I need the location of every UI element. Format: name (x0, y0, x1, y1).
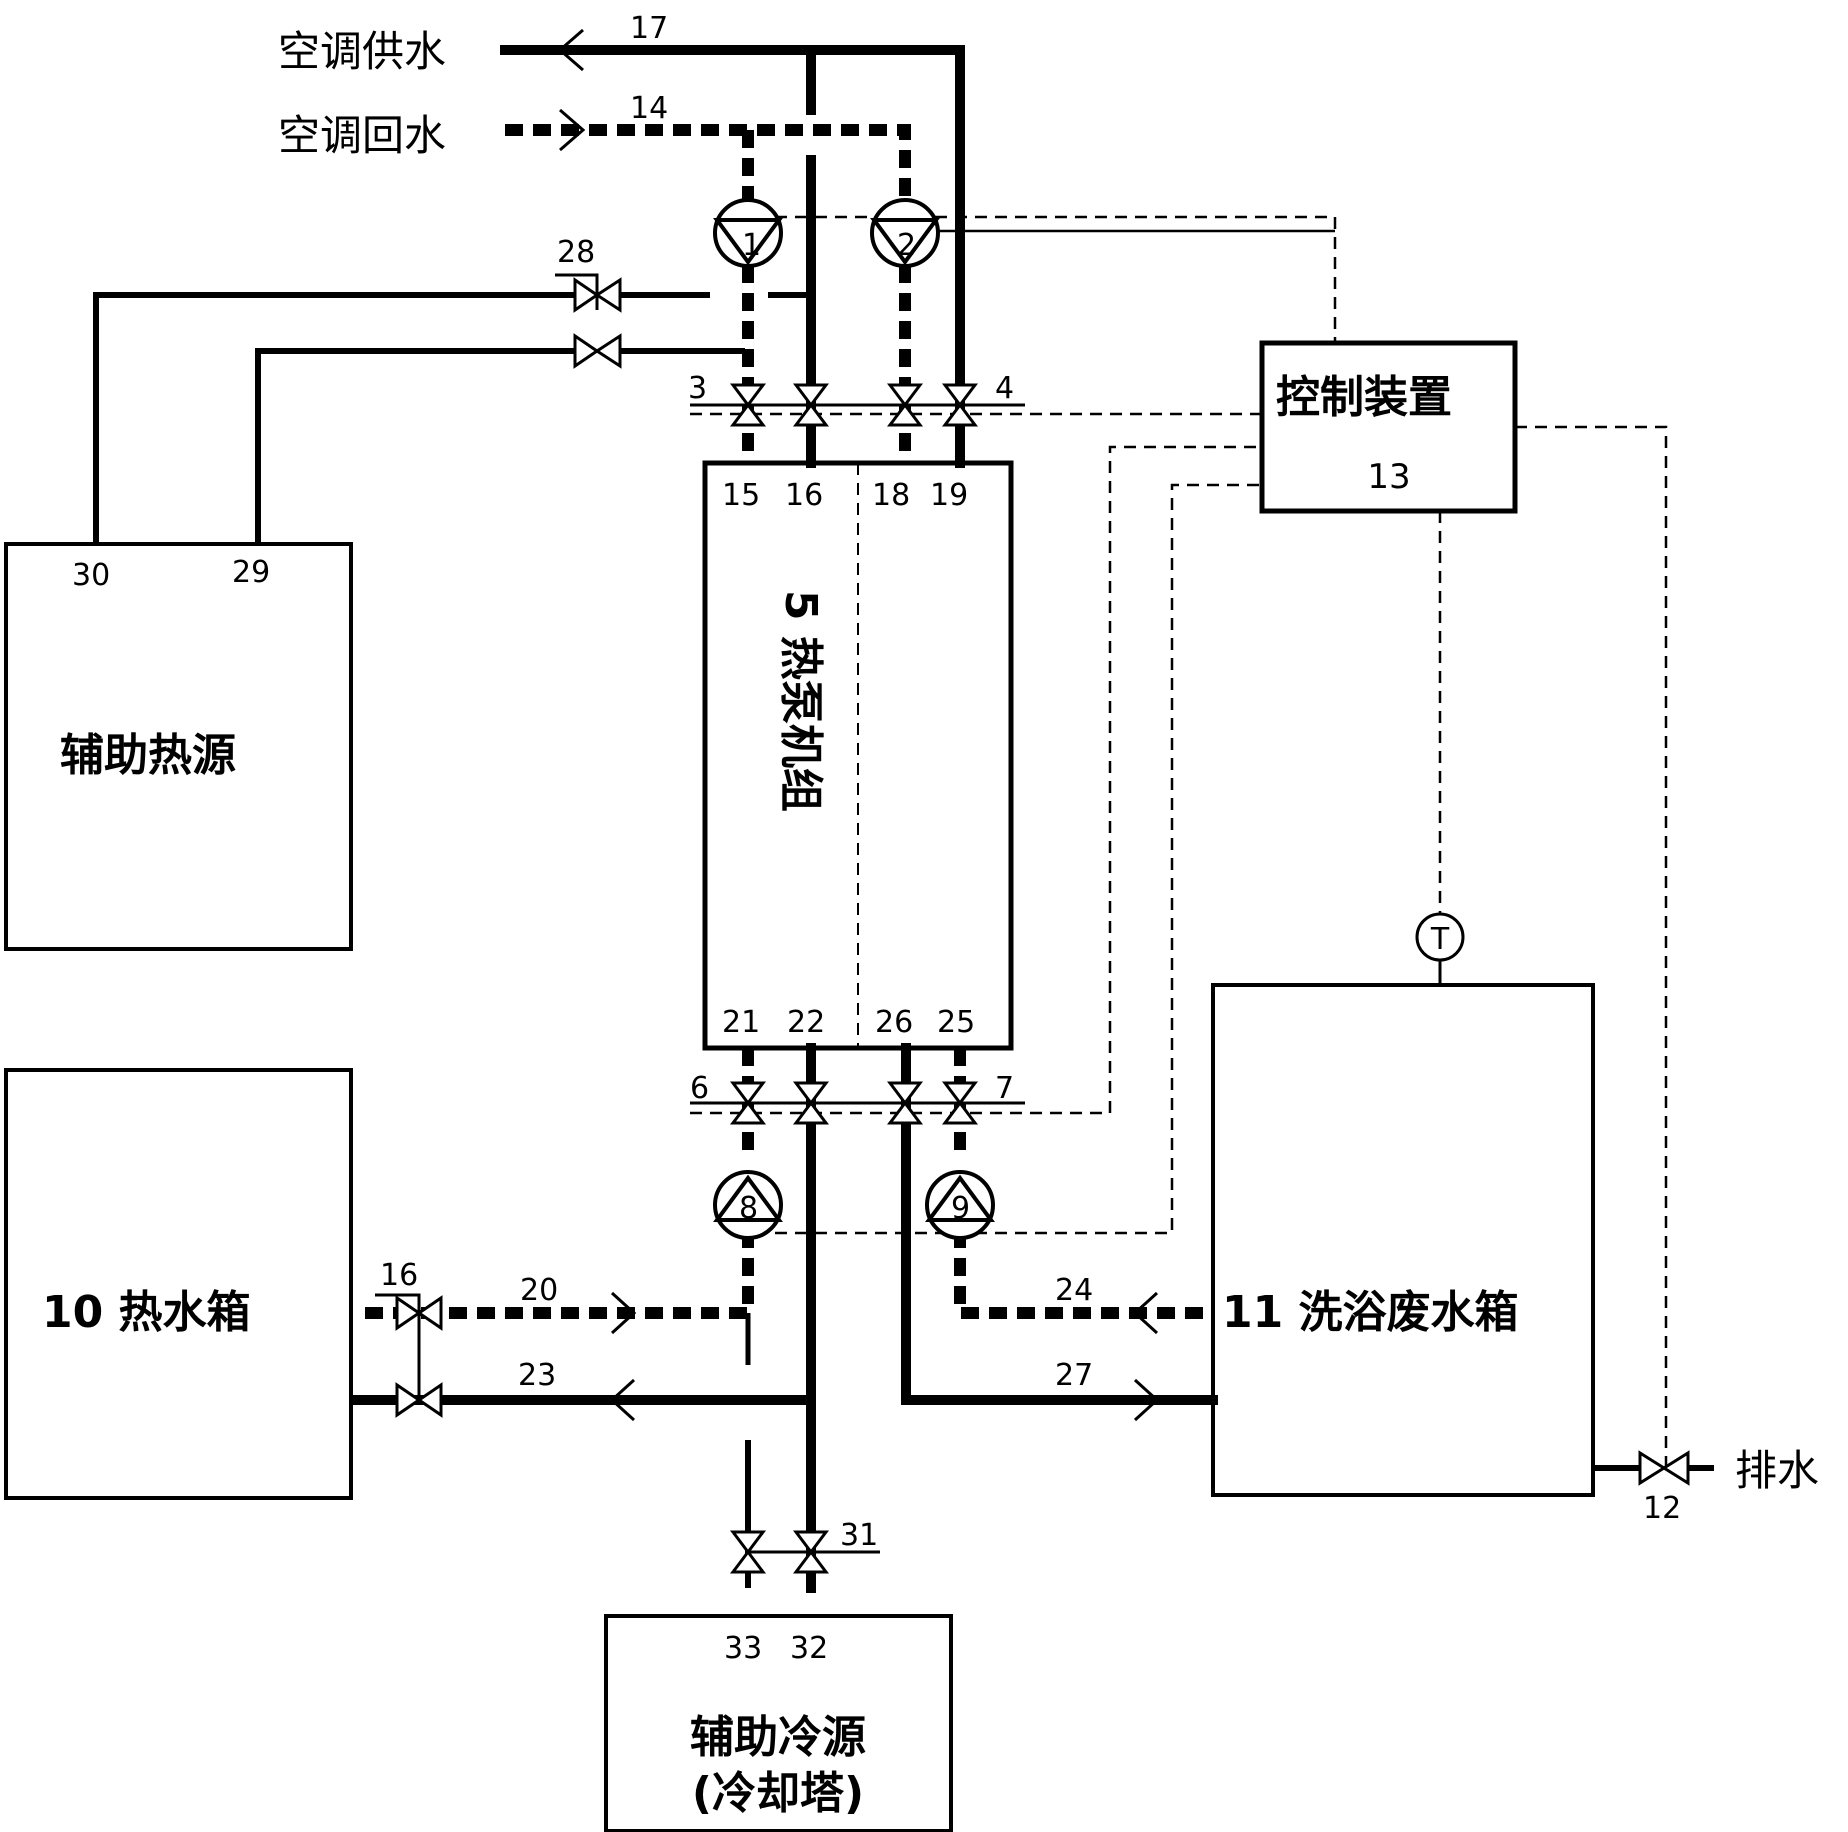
pump-icon (713, 198, 995, 1240)
num-19: 19 (930, 478, 968, 513)
num-21: 21 (722, 1005, 760, 1040)
control-device-label: 控制装置 (1276, 372, 1452, 423)
num-8: 8 (739, 1191, 758, 1226)
num-15: 15 (722, 478, 760, 513)
flow-arrow-icon (557, 28, 1160, 1422)
num-12: 12 (1643, 1491, 1681, 1526)
num-28: 28 (557, 235, 595, 270)
valve-links (375, 273, 1025, 1554)
num-6: 6 (690, 1071, 709, 1106)
num-33: 33 (724, 1631, 762, 1666)
num-30: 30 (72, 558, 110, 593)
waste-water-tank-label: 11 洗浴废水箱 (1222, 1287, 1519, 1338)
valve-icon (395, 277, 1690, 1574)
num-14: 14 (630, 91, 668, 126)
hot-water-tank-box (4, 1068, 353, 1500)
num-20: 20 (520, 1273, 558, 1308)
num-16a: 16 (785, 478, 823, 513)
num-1: 1 (742, 228, 761, 263)
num-9: 9 (951, 1191, 970, 1226)
aux-cold-source-label: 辅助冷源 (690, 1712, 866, 1763)
num-17: 17 (630, 11, 668, 46)
cooling-tower-label: (冷却塔) (692, 1768, 864, 1819)
num-29: 29 (232, 555, 270, 590)
num-18: 18 (872, 478, 910, 513)
num-3: 3 (688, 371, 707, 406)
drain-label: 排水 (1735, 1446, 1819, 1495)
ac-supply-label: 空调供水 (278, 27, 446, 76)
num-31: 31 (840, 1518, 878, 1553)
temperature-sensor-label: T (1430, 922, 1450, 957)
num-4: 4 (995, 371, 1014, 406)
heat-pump-label: 5 热泵机组 (775, 590, 826, 812)
aux-heat-source-label: 辅助热源 (60, 730, 236, 781)
dashed-pipes (355, 124, 1213, 1319)
num-22: 22 (787, 1005, 825, 1040)
num-27: 27 (1055, 1358, 1093, 1393)
num-7: 7 (995, 1071, 1014, 1106)
hot-water-tank-label: 10 热水箱 (42, 1287, 251, 1338)
num-26: 26 (875, 1005, 913, 1040)
num-2: 2 (897, 228, 916, 263)
num-32: 32 (790, 1631, 828, 1666)
aux-cold-source-box (604, 1614, 953, 1832)
num-25: 25 (937, 1005, 975, 1040)
temperature-sensor-icon (1415, 912, 1465, 962)
ac-return-label: 空调回水 (278, 111, 446, 160)
component-numbers: 17 14 1 2 28 3 4 15 16 18 19 30 29 21 22… (72, 11, 1681, 1666)
control-device-number: 13 (1367, 457, 1410, 497)
waste-water-tank-box (1211, 983, 1595, 1497)
num-24: 24 (1055, 1273, 1093, 1308)
aux-heat-source-box (4, 542, 353, 951)
num-23: 23 (518, 1358, 556, 1393)
num-16b: 16 (380, 1258, 418, 1293)
